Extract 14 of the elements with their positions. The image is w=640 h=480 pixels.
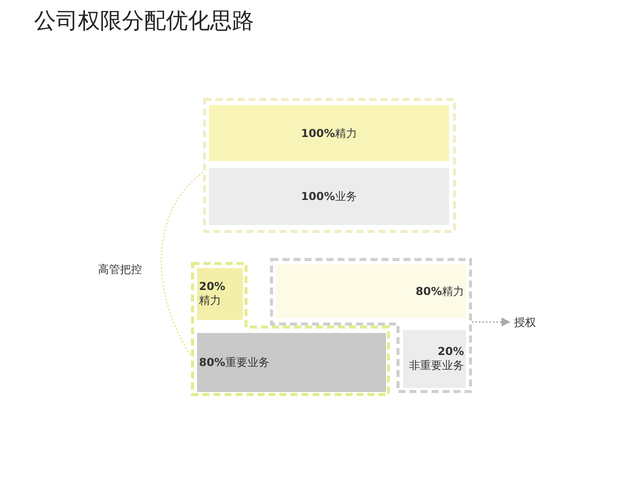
business-box: 20% 非重要业务	[403, 330, 466, 388]
business-box: 80%重要业务	[197, 333, 386, 392]
connector	[160, 172, 204, 356]
dashed-group-outline	[203, 98, 456, 233]
energy-box: 80%精力	[276, 264, 466, 318]
energy-box: 100%精力	[209, 105, 449, 161]
connector	[472, 318, 510, 326]
business-box: 100%业务	[209, 168, 449, 225]
edge-label: 高管把控	[98, 262, 142, 277]
title: 公司权限分配优化思路	[34, 8, 254, 36]
dashed-group-outline	[270, 258, 472, 393]
dashed-group-outline	[191, 262, 390, 396]
energy-box: 20%精力	[197, 268, 243, 320]
label-text: 授权	[512, 314, 542, 330]
